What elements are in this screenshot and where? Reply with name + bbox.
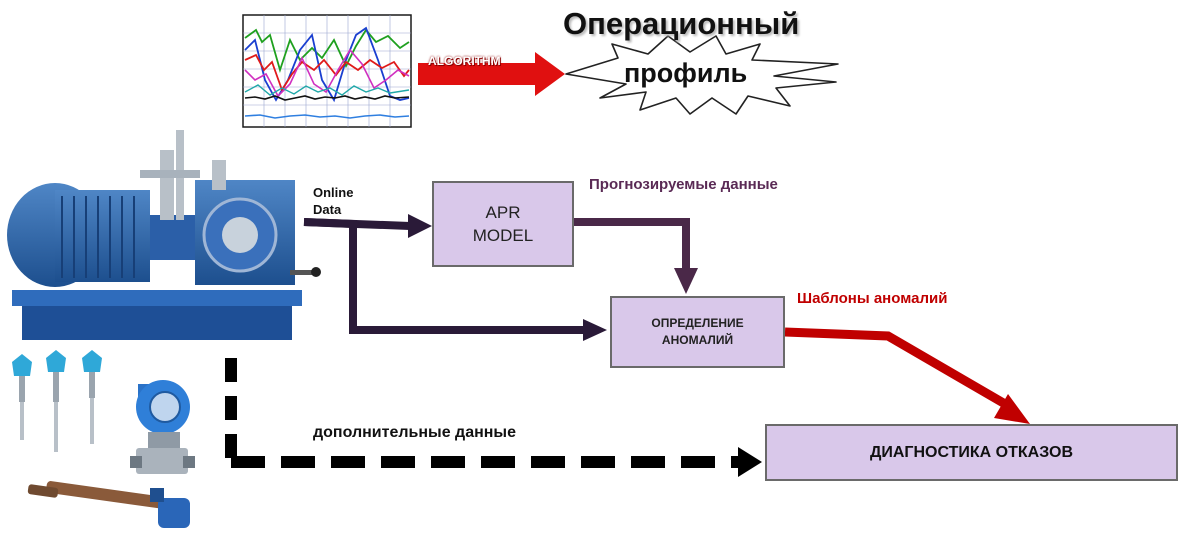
predicted-data-flow — [574, 218, 698, 294]
anomaly-templates-label: Шаблоны аномалий — [797, 290, 948, 307]
profile-subtitle: профиль — [624, 58, 748, 88]
anomaly-box-line1: ОПРЕДЕЛЕНИЕ — [651, 316, 744, 330]
anomaly-templates-flow — [784, 327, 1030, 424]
temperature-sensor-icon — [12, 350, 102, 452]
apr-model-box: APR MODEL — [432, 181, 574, 267]
additional-data-label: дополнительные данные — [313, 424, 516, 441]
trend-chart-thumbnail — [242, 14, 412, 128]
anomaly-detection-box: ОПРЕДЕЛЕНИЕ АНОМАЛИЙ — [610, 296, 785, 368]
apr-model-line2: MODEL — [472, 226, 534, 245]
probe-sensor-icon — [27, 481, 190, 528]
profile-title: Операционный — [563, 6, 800, 41]
online-data-label: Online Data — [313, 184, 353, 218]
apr-model-line1: APR — [485, 203, 521, 222]
additional-data-flow — [225, 358, 762, 477]
failure-diagnostics-label: ДИАГНОСТИКА ОТКАЗОВ — [869, 443, 1074, 461]
online-label-line1: Online — [313, 185, 354, 200]
anomaly-box-line2: АНОМАЛИЙ — [661, 333, 734, 347]
algorithm-arrow — [418, 52, 565, 96]
predicted-data-label: Прогнозируемые данные — [589, 176, 778, 193]
pump-unit-icon — [7, 130, 321, 340]
online-label-line2: Data — [313, 202, 342, 217]
algorithm-label: ALGORITHM — [428, 54, 501, 68]
failure-diagnostics-box: ДИАГНОСТИКА ОТКАЗОВ — [765, 424, 1178, 481]
pressure-transmitter-icon — [130, 380, 195, 474]
explosion-shape — [565, 35, 839, 115]
online-data-flow — [303, 214, 607, 341]
